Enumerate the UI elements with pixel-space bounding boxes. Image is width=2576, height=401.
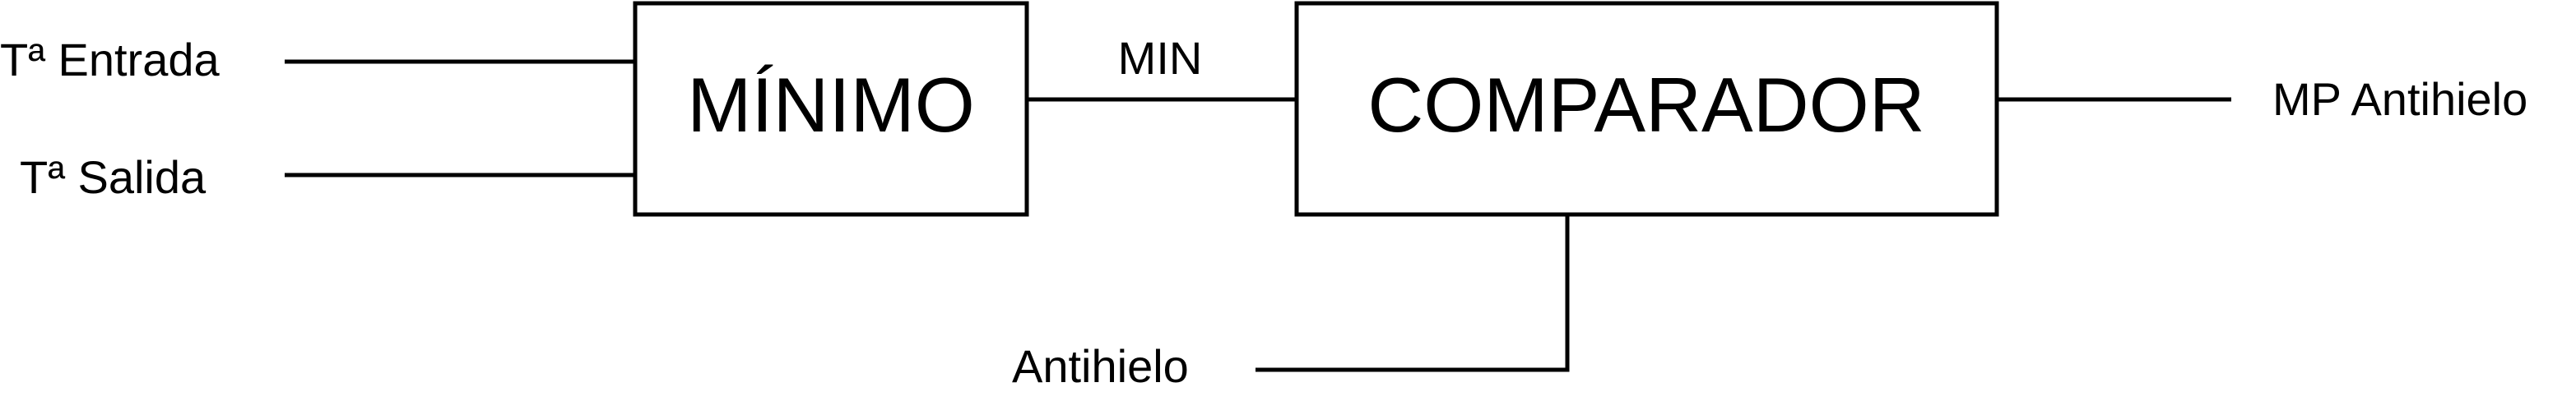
comparador-block [1294, 1, 1999, 217]
wire-antihielo-to-comparador [1256, 214, 1570, 372]
minimo-block-label: MÍNIMO [687, 62, 975, 148]
output-label-mp-antihielo: MP Antihielo [2272, 73, 2527, 125]
signal-label-min: MIN [1118, 32, 1203, 84]
input-label-salida: Tª Salida [20, 151, 207, 203]
minimo-block [633, 1, 1029, 217]
input-label-entrada: Tª Entrada [0, 34, 220, 85]
input-label-antihielo: Antihielo [1012, 340, 1189, 392]
comparador-block-label: COMPARADOR [1367, 62, 1924, 148]
